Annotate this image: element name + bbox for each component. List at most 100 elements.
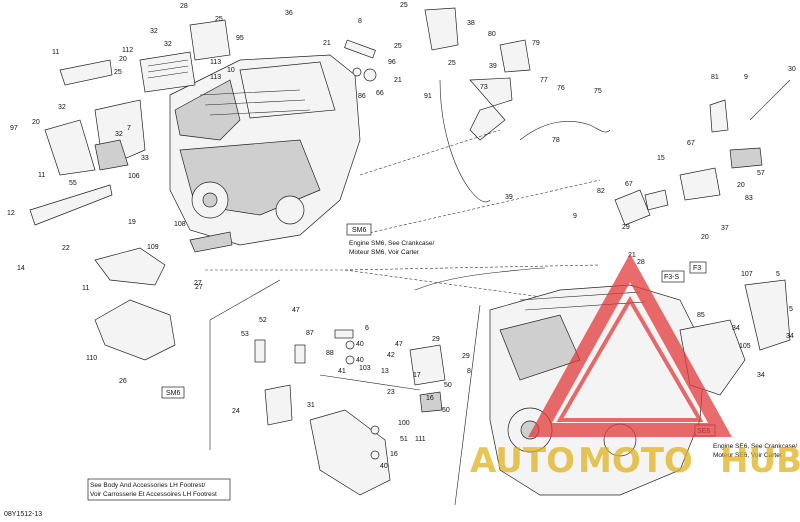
callout-label: 97 [10,125,18,132]
heat-shield-drawing [94,231,233,361]
callout-label: 5 [776,271,780,278]
callout-label: 73 [480,84,488,91]
callout-label: 111 [415,436,426,443]
callout-label: 7 [127,125,131,132]
callout-label: 96 [388,59,396,66]
callout-label: 9 [573,213,577,220]
callout-label: 28 [180,3,188,10]
callout-label: 8 [358,18,362,25]
callout-label: 6 [365,325,369,332]
callout-label: 40 [380,463,388,470]
watermark-logo: AUTO MOTO HUB [470,253,800,481]
callout-label: 50 [442,407,450,414]
callout-label: 25 [448,60,456,67]
callout-label: 27 [194,280,202,287]
callout-label: 39 [489,63,497,70]
callout-label: 47 [292,307,300,314]
callout-label: 76 [557,85,565,92]
watermark-brand-moto: MOTO [578,441,693,481]
callout-label: 32 [58,104,66,111]
callout-label: 77 [540,77,548,84]
callout-label: 52 [259,317,267,324]
callout-label: 20 [32,119,40,126]
svg-text:Voir Carrosserie Et Accessoire: Voir Carrosserie Et Accessoires LH Footr… [90,491,217,498]
callout-label: 32 [150,28,158,35]
lower-shift-linkage-drawing [254,329,446,496]
callout-label: 40 [356,341,364,348]
callout-label: 37 [721,225,729,232]
callout-label: 17 [413,372,421,379]
callout-label: 26 [119,378,127,385]
callout-label: 16 [390,451,398,458]
dashed-reference-lines [205,129,601,506]
callout-label: 9 [744,74,748,81]
callout-label: 55 [69,180,77,187]
callout-label: 13 [381,368,389,375]
watermark-brand-auto: AUTO [470,441,575,481]
callout-label: 83 [745,195,753,202]
callout-label: 15 [657,155,665,162]
svg-text:Engine SE6, See Crankcase/: Engine SE6, See Crankcase/ [713,443,797,450]
svg-text:F3: F3 [693,265,701,272]
callout-label: 11 [82,285,89,292]
callout-label: 25 [394,43,402,50]
callout-label: 29 [622,224,630,231]
watermark-brand-hub: HUB [720,441,800,481]
callout-label: 80 [488,31,496,38]
callout-label: 95 [236,35,244,42]
callout-label: 8 [467,368,471,375]
callout-label: 38 [467,20,475,27]
callout-label: 25 [114,69,122,76]
callout-label: 79 [532,40,540,47]
svg-text:See Body And Accessories LH Fo: See Body And Accessories LH Footrest/ [90,482,205,489]
callout-label: 5 [789,306,793,313]
callout-label: 28 [637,259,645,266]
sm6-side-label: SM6 [161,386,185,399]
svg-text:Engine SM6, See Crankcase/: Engine SM6, See Crankcase/ [349,240,434,247]
callout-label: 41 [338,368,346,375]
f3s-label: F3-S [661,270,685,283]
callout-label: 105 [739,343,751,350]
svg-text:Moteur SE6, Voir Carter: Moteur SE6, Voir Carter [713,452,783,459]
svg-text:SM6: SM6 [352,227,367,234]
callout-label: 34 [786,333,794,340]
callout-label: 113 [210,59,221,66]
callout-label: 108 [174,221,186,228]
callout-label: 20 [119,56,127,63]
callout-label: 21 [323,40,331,47]
callout-label: 22 [62,245,70,252]
callout-label: 85 [697,312,705,319]
callout-label: 109 [147,244,159,251]
callout-label: 82 [597,188,605,195]
callout-labels-top-left: 28 36 32 25 95 32 11 112 20 25 113 10 11… [7,3,293,291]
callout-label: 34 [732,325,740,332]
callout-label: 21 [628,252,636,259]
engine-sm6-note: Engine SM6, See Crankcase/ Moteur SM6, V… [349,240,434,256]
callout-label: 21 [394,77,402,84]
callout-label: 112 [122,47,133,54]
callout-label: 40 [356,357,364,364]
callout-label: 23 [387,389,395,396]
callout-label: 20 [737,182,745,189]
callout-label: 24 [232,408,240,415]
callout-label: 11 [52,49,59,56]
callout-label: 25 [215,16,223,23]
callout-label: 100 [398,420,410,427]
callout-label: 57 [757,170,765,177]
callout-label: 107 [741,271,753,278]
engine-se6-note: Engine SE6, See Crankcase/ Moteur SE6, V… [713,443,797,459]
svg-text:Moteur SM6, Voir Carter: Moteur SM6, Voir Carter [349,249,420,256]
callout-label: 110 [86,355,97,362]
callout-label: 51 [400,436,408,443]
callout-label: 91 [424,93,432,100]
callout-labels-bottom: 52 47 53 87 6 40 40 31 88 41 103 42 47 2… [194,259,794,470]
callout-label: 103 [359,365,371,372]
callout-label: 86 [358,93,366,100]
callout-label: 16 [426,395,434,402]
callout-label: 36 [285,10,293,17]
svg-text:F3-S: F3-S [664,274,680,281]
sm6-top-label: SM6 [346,223,372,236]
callout-label: 67 [687,140,695,147]
callout-label: 81 [711,74,719,81]
